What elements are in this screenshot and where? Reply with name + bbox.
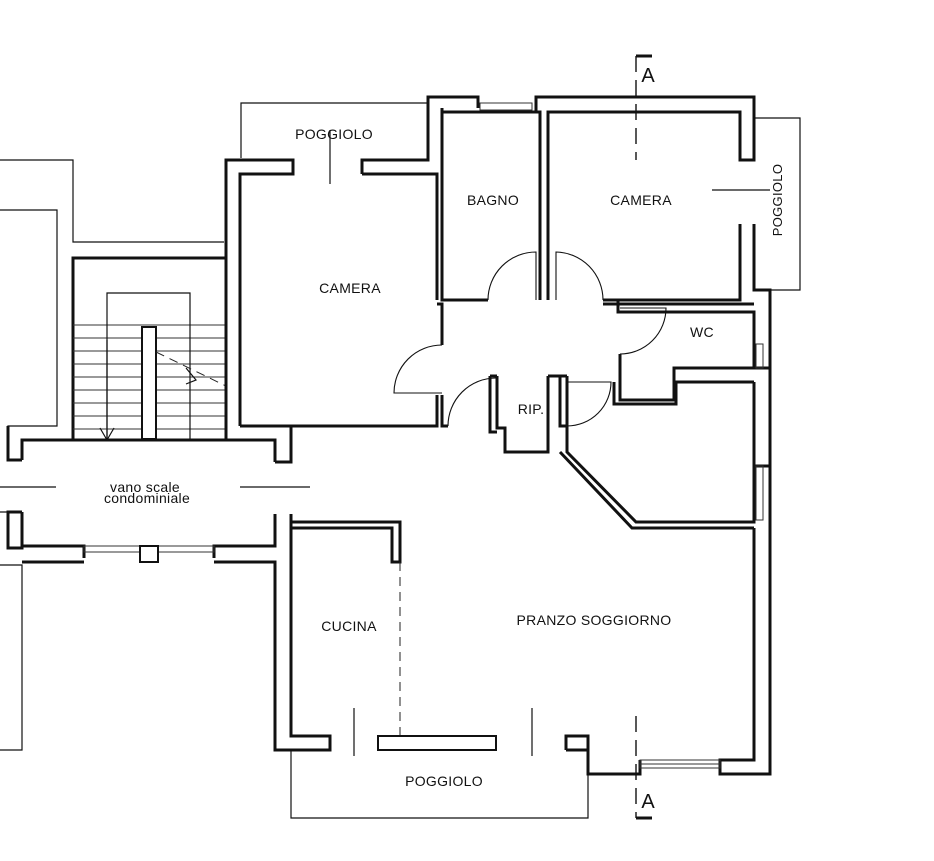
room-labels: POGGIOLO CAMERA BAGNO CAMERA POGGIOLO WC… — [104, 65, 785, 813]
section-line-a — [635, 54, 652, 820]
balcony-east-label: POGGIOLO — [770, 164, 785, 236]
neighbour-outline — [0, 159, 224, 751]
cucina-label: CUCINA — [321, 618, 377, 634]
stairwell — [71, 256, 228, 441]
section-mark-bottom: A — [641, 791, 655, 813]
apartment-walls — [224, 95, 801, 776]
bagno-label: BAGNO — [467, 192, 519, 208]
ripostiglio-label: RIP. — [518, 401, 545, 417]
balcony-bottom-label: POGGIOLO — [405, 773, 483, 789]
section-mark-top: A — [641, 65, 655, 87]
balcony-bottom — [290, 708, 589, 819]
door-swings — [393, 251, 667, 427]
camera-east-label: CAMERA — [610, 192, 672, 208]
camera-west-label: CAMERA — [319, 280, 381, 296]
stair-label-line1: vano scale — [110, 479, 180, 495]
wc-label: WC — [690, 324, 714, 340]
stair-label-line2: condominiale — [104, 490, 190, 506]
pranzo-soggiorno-label: PRANZO SOGGIORNO — [517, 612, 672, 628]
balcony-top — [240, 102, 429, 184]
balcony-top-label: POGGIOLO — [295, 126, 373, 142]
stair-landing — [0, 426, 332, 752]
